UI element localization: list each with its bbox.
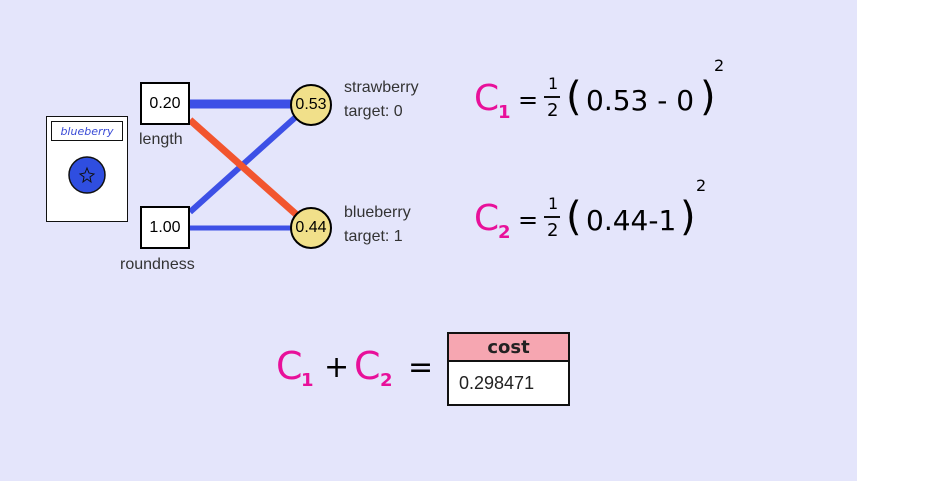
eq2-rparen: ) — [680, 194, 696, 240]
sum-equals: = — [408, 350, 434, 385]
eq2-frac-den: 2 — [547, 220, 559, 241]
blueberry-card: blueberry — [46, 116, 128, 222]
blueberry-icon — [68, 156, 106, 194]
cost-equation-1: C 1 = 1 2 ( 0.53 - 0 ) 2 — [474, 56, 734, 130]
input-length-label: length — [139, 131, 183, 148]
output-blueberry-label: blueberry — [344, 204, 411, 221]
eq1-rparen: ) — [700, 74, 716, 120]
input-roundness-label: roundness — [120, 256, 195, 273]
cost-header: cost — [449, 334, 568, 362]
network-connections — [187, 99, 301, 231]
sum-plus: + — [324, 350, 350, 385]
eq2-equals: = — [518, 206, 539, 234]
sum-c1-subscript: 1 — [301, 370, 314, 391]
diagram-panel: blueberry 0.20 length 1.00 roundness 0.5… — [0, 0, 857, 481]
sum-c1: C — [276, 344, 303, 388]
eq1-exponent: 2 — [714, 56, 725, 75]
eq2-frac-num: 1 — [548, 194, 559, 213]
eq2-subscript: 2 — [498, 222, 511, 243]
sum-c2-subscript: 2 — [380, 370, 393, 391]
card-title: blueberry — [51, 121, 123, 141]
eq1-frac-bar — [544, 96, 560, 98]
eq1-frac-den: 2 — [547, 100, 559, 121]
cost-equation-2: C 2 = 1 2 ( 0.44-1 ) 2 — [474, 176, 734, 250]
cost-value: 0.298471 — [459, 372, 535, 393]
eq1-subscript: 1 — [498, 102, 511, 123]
input-roundness-box: 1.00 — [140, 206, 190, 249]
eq2-exponent: 2 — [696, 176, 707, 195]
eq1-frac-num: 1 — [548, 74, 559, 93]
eq1-c: C — [474, 78, 500, 119]
eq2-lparen: ( — [566, 194, 582, 240]
eq1-lparen: ( — [566, 74, 582, 120]
eq1-body: 0.53 - 0 — [586, 84, 695, 117]
output-strawberry-target: target: 0 — [344, 103, 403, 120]
output-strawberry-label: strawberry — [344, 79, 419, 96]
output-blueberry-target: target: 1 — [344, 228, 403, 245]
sum-equation: C 1 + C 2 = — [276, 340, 446, 400]
output-blueberry-node: 0.44 — [290, 207, 332, 249]
input-length-box: 0.20 — [140, 82, 190, 125]
eq1-equals: = — [518, 86, 539, 114]
eq2-frac-bar — [544, 216, 560, 218]
output-strawberry-node: 0.53 — [290, 84, 332, 126]
eq2-body: 0.44-1 — [586, 204, 677, 237]
sum-c2: C — [354, 344, 381, 388]
eq2-c: C — [474, 198, 500, 239]
weight-length-blueberry — [187, 117, 301, 219]
cost-box: cost 0.298471 — [447, 332, 570, 406]
